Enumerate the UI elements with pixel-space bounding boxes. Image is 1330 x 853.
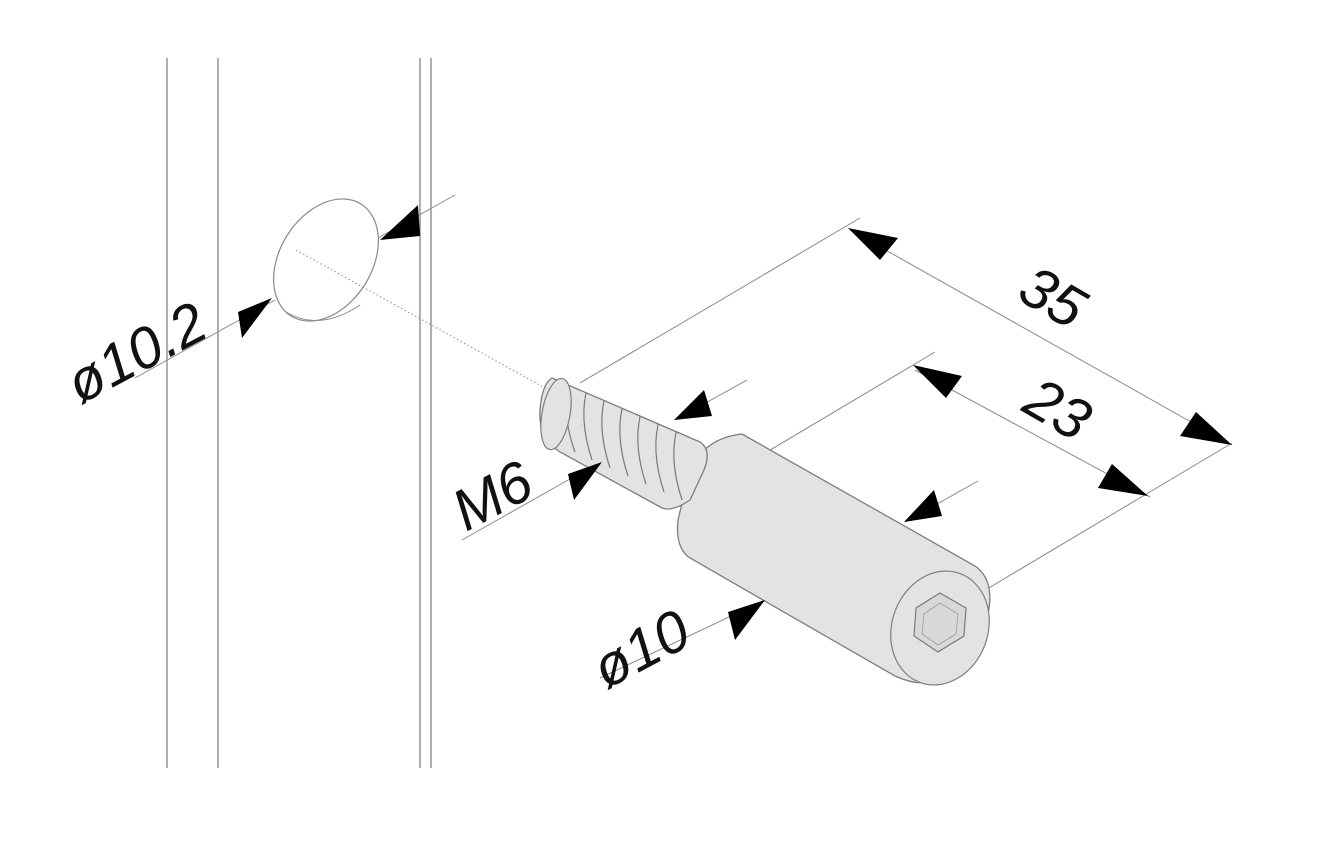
dim-35-arrow-start (848, 228, 898, 260)
center-axis (295, 249, 546, 389)
m6-arrow-bottom (568, 462, 602, 500)
thread-section (539, 377, 708, 510)
m6-arrow-top (674, 390, 712, 420)
dim-35-line (849, 229, 1233, 446)
hole-inner-edge (285, 304, 361, 321)
pin-diameter-label: ø10 (582, 597, 701, 701)
hole-ellipse (273, 198, 379, 322)
drilled-hole (273, 198, 379, 322)
hex-socket-inner (921, 602, 959, 646)
d10-arrow-top (904, 490, 942, 522)
hole-arrow-top (380, 205, 420, 240)
ext-35-start (579, 217, 861, 384)
ext-35-end (981, 442, 1233, 593)
hole-arrow-bottom (238, 298, 272, 338)
total-length-label: 35 (1009, 253, 1098, 342)
hole-diameter-label: ø10.2 (56, 289, 217, 416)
dim-23-arrow-end (1098, 464, 1148, 496)
arrowheads (238, 205, 1232, 640)
thread-end-face (540, 377, 572, 451)
panel-edges (166, 58, 432, 768)
pin-body (676, 433, 991, 686)
dim-23-arrow-start (913, 365, 962, 398)
thread-length-label: 23 (1013, 364, 1102, 453)
thread-cylinder (539, 377, 708, 510)
thread-label: M6 (442, 448, 544, 544)
d10-arrow-bottom (728, 600, 765, 640)
dim-35-arrow-end (1180, 412, 1232, 445)
